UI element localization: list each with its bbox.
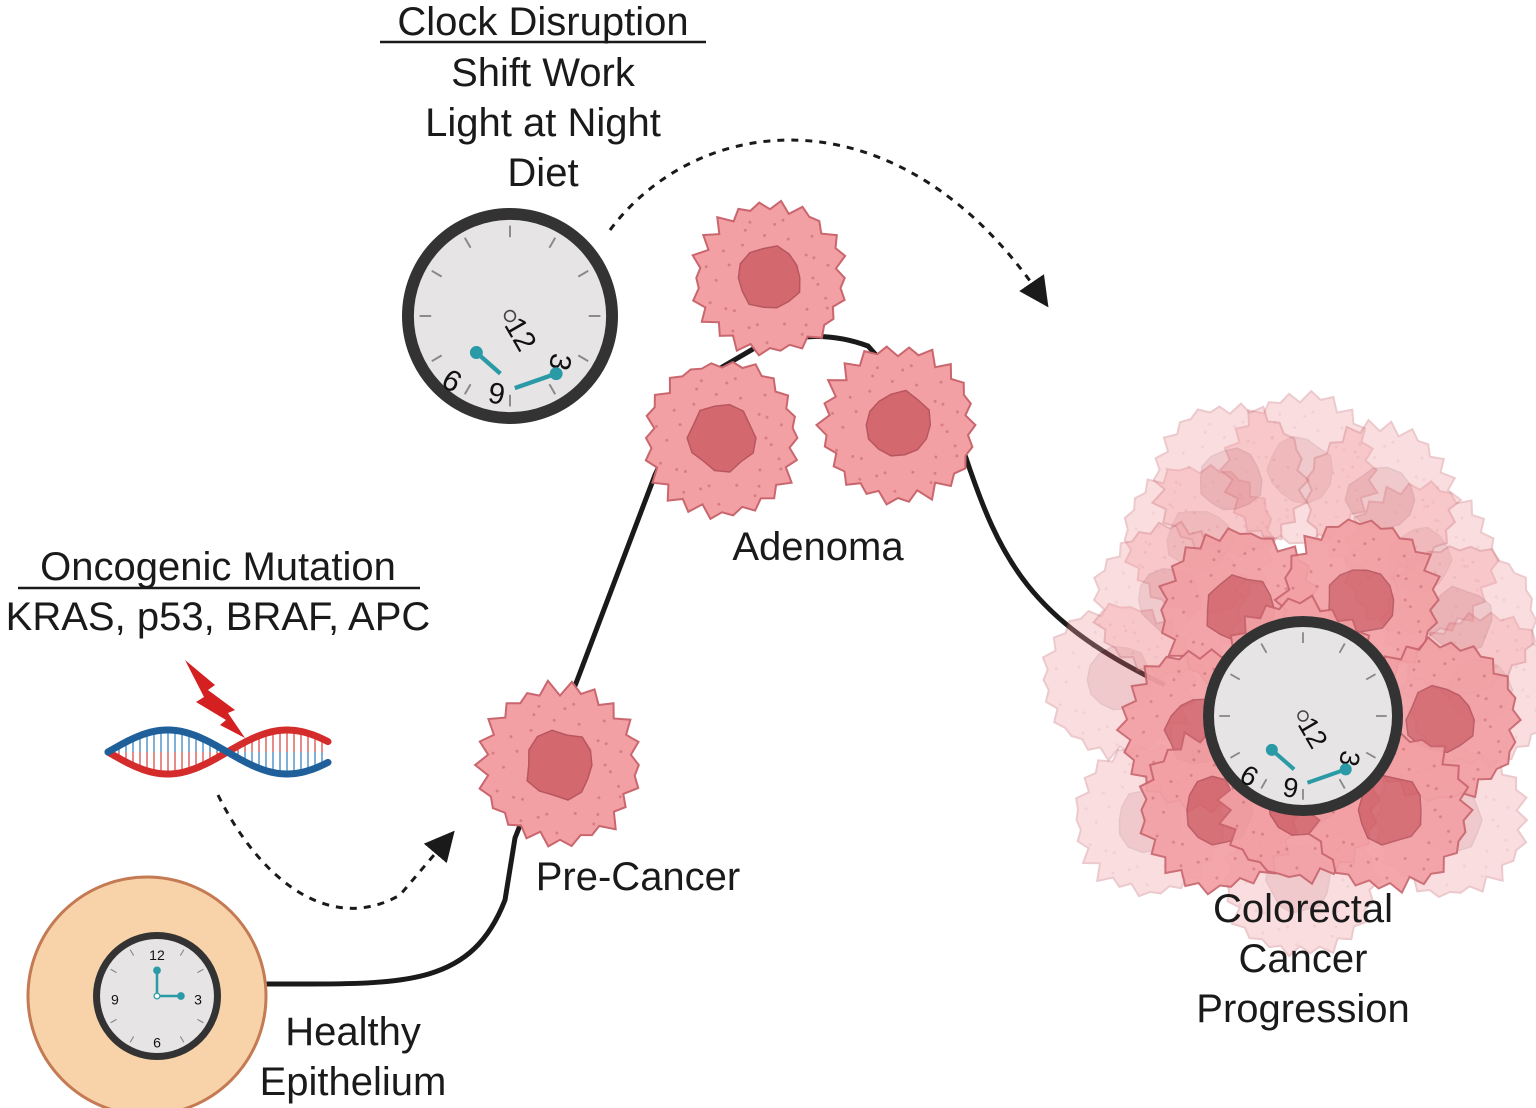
crc-label: Cancer xyxy=(1239,937,1368,981)
clock-number: 3 xyxy=(1333,748,1366,768)
adenoma-cell xyxy=(814,345,977,506)
clock-number: 9 xyxy=(111,991,119,1007)
dotted-arrow-clock xyxy=(608,138,1049,308)
lightning-bolt-icon xyxy=(185,660,245,738)
precancer-label: Pre-Cancer xyxy=(536,855,741,899)
clock-number: 3 xyxy=(542,351,577,373)
cells-group xyxy=(473,199,977,848)
adenoma-label: Adenoma xyxy=(732,525,904,569)
crc-label: Progression xyxy=(1196,987,1409,1031)
clock-disruption-item: Shift Work xyxy=(451,51,636,95)
clock-disruption-item: Diet xyxy=(507,151,578,195)
clock-disruption-heading: Clock Disruption xyxy=(397,0,688,44)
dotted-arrow-mutation xyxy=(216,794,455,910)
clock-number: 6 xyxy=(486,375,508,410)
precancer-cell xyxy=(473,679,640,848)
clock-number: 6 xyxy=(153,1035,161,1051)
healthy-label: Healthy xyxy=(285,1010,421,1054)
clock-number: 6 xyxy=(1280,771,1300,804)
adenoma-cell xyxy=(691,199,847,357)
adenoma-cell xyxy=(644,360,799,521)
tumor-cell-faded xyxy=(1150,402,1310,560)
clock-disruption-item: Light at Night xyxy=(425,101,661,145)
oncogenic-mutation-genes: KRAS, p53, BRAF, APC xyxy=(6,595,431,639)
clock-number: 12 xyxy=(149,947,165,963)
oncogenic-mutation-heading: Oncogenic Mutation xyxy=(40,545,396,589)
crc-label: Colorectal xyxy=(1213,887,1393,931)
healthy-clock-icon: 12 3 6 9 xyxy=(93,932,221,1060)
dna-helix-icon xyxy=(104,726,332,778)
clock-number: 3 xyxy=(194,991,202,1007)
healthy-label: Epithelium xyxy=(260,1060,447,1104)
tumor-cell-faded xyxy=(1218,389,1379,545)
